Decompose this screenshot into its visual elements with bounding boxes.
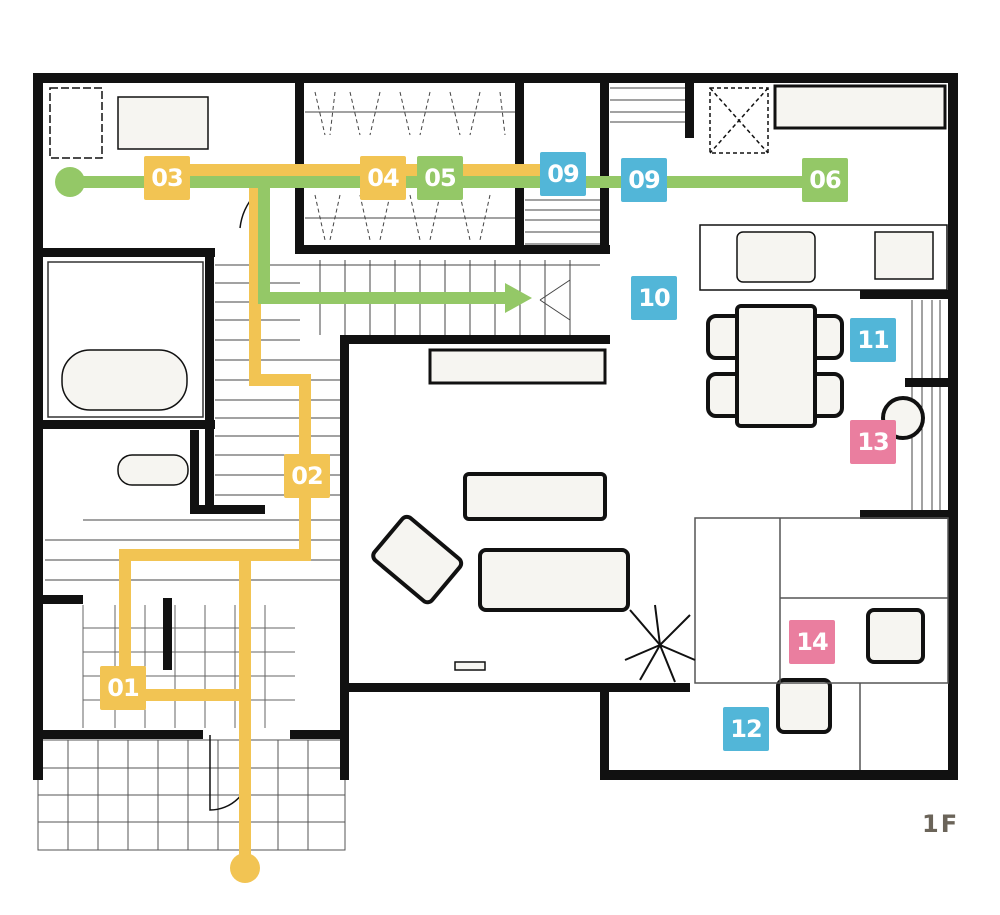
marker-12: 12 [723,707,769,751]
route-yellow-start [230,853,260,883]
floor-label: 1F [922,810,960,838]
fixtures [47,84,949,811]
marker-03: 03 [144,156,190,200]
entrance-tiles [37,739,346,851]
marker-09b: 09 [621,158,667,202]
marker-label: 04 [367,164,399,192]
plant-icon [624,604,696,683]
marker-06: 06 [802,158,848,202]
marker-label: 01 [107,674,139,702]
marker-label: 11 [857,326,889,354]
route-green-start [55,167,85,197]
marker-label: 03 [151,164,183,192]
marker-label: 06 [809,166,841,194]
marker-label: 02 [291,462,323,490]
marker-14: 14 [789,620,835,664]
marker-11: 11 [850,318,896,362]
closet-rods [305,111,515,219]
marker-label: 12 [730,715,762,743]
route-arrow-icon [505,283,532,313]
marker-label: 10 [638,284,670,312]
marker-label: 13 [857,428,889,456]
marker-05: 05 [417,156,463,200]
marker-label: 09 [547,160,579,188]
marker-label: 05 [424,164,456,192]
marker-01: 01 [100,666,146,710]
marker-09a: 09 [540,152,586,196]
marker-10: 10 [631,276,677,320]
marker-13: 13 [850,420,896,464]
marker-label: 09 [628,166,660,194]
marker-04: 04 [360,156,406,200]
marker-02: 02 [284,454,330,498]
marker-label: 14 [796,628,828,656]
